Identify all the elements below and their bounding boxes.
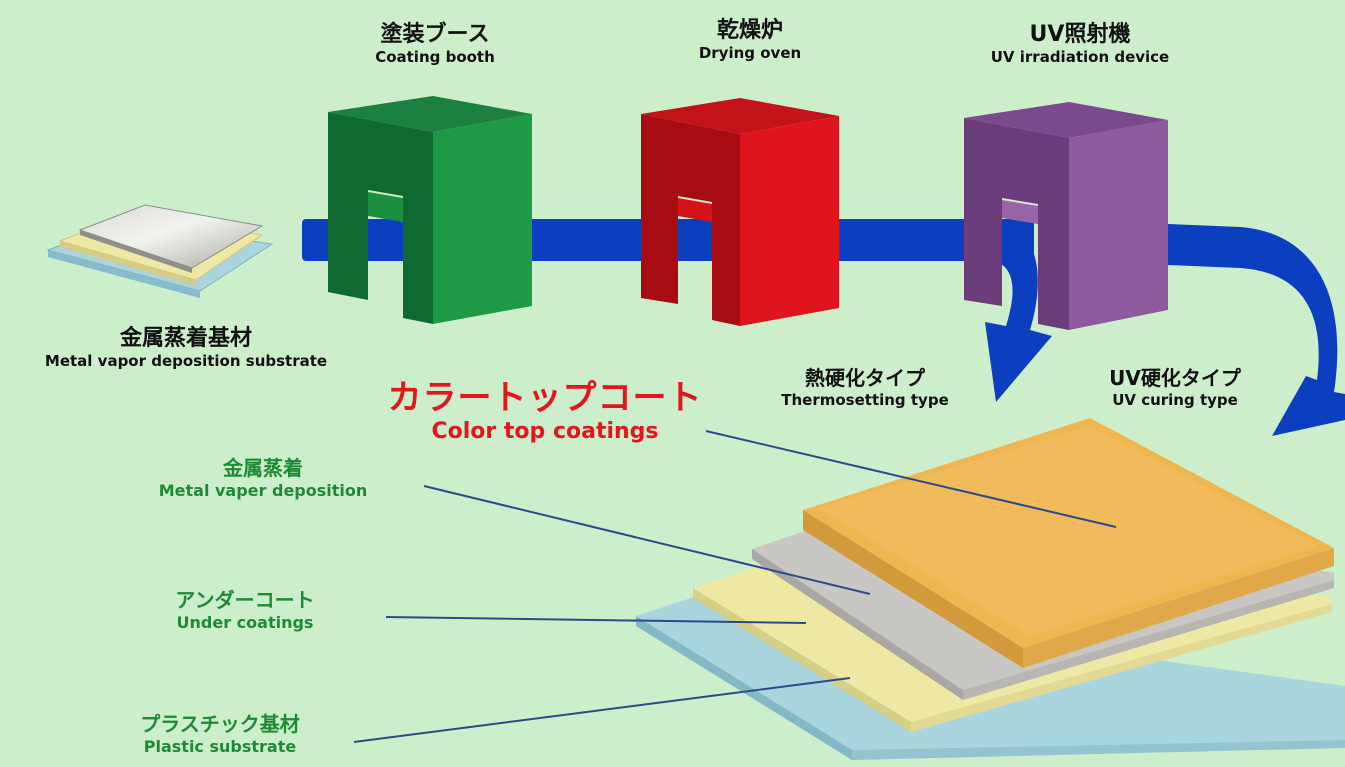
- leader-metal: [423, 485, 871, 595]
- uv-curing-type-en: UV curing type: [1112, 391, 1238, 409]
- thermosetting-type-jp: 熱硬化タイプ: [805, 366, 925, 390]
- drying-oven-label: 乾燥炉 Drying oven: [650, 12, 850, 62]
- thermosetting-arrow: [960, 219, 1052, 402]
- color-top-coatings-label: カラートップコート Color top coatings: [370, 370, 720, 444]
- coating-booth-label: 塗装ブース Coating booth: [335, 16, 535, 66]
- drying-oven-machine: [641, 98, 839, 326]
- plastic-substrate-jp: プラスチック基材: [140, 712, 300, 736]
- input-metal-edge: [80, 230, 192, 273]
- uv-device-label: UV照射機 UV irradiation device: [960, 16, 1200, 66]
- color-top-coatings-jp: カラートップコート: [387, 378, 703, 418]
- thermosetting-type-en: Thermosetting type: [781, 391, 949, 409]
- metal-deposition-jp: 金属蒸着: [223, 456, 303, 480]
- plastic-substrate-en: Plastic substrate: [143, 737, 297, 756]
- drying-oven-en: Drying oven: [698, 44, 802, 62]
- top-coat-edge: [803, 510, 1023, 668]
- coating-booth-jp: 塗装ブース: [380, 22, 490, 47]
- under-layer-edge: [693, 588, 911, 732]
- layered-product: [636, 418, 1345, 760]
- under-coatings-label: アンダーコート Under coatings: [120, 584, 370, 632]
- metal-deposition-label: 金属蒸着 Metal vaper deposition: [108, 452, 418, 500]
- input-substrate-label: 金属蒸着基材 Metal vapor deposition substrate: [0, 320, 372, 370]
- thermosetting-type-label: 熱硬化タイプ Thermosetting type: [740, 362, 990, 409]
- color-top-coatings-en: Color top coatings: [431, 419, 659, 444]
- input-plastic-edge: [48, 250, 200, 298]
- uv-irradiation-machine: [964, 102, 1168, 330]
- uv-curing-arrow: [1168, 224, 1345, 436]
- coating-booth-en: Coating booth: [375, 48, 495, 66]
- metal-deposition-en: Metal vaper deposition: [158, 481, 368, 500]
- leader-under: [385, 616, 807, 624]
- uv-curing-type-label: UV硬化タイプ UV curing type: [1070, 362, 1280, 409]
- uv-device-en: UV irradiation device: [990, 48, 1170, 66]
- leader-top-coat: [705, 430, 1117, 528]
- leader-lines: [353, 430, 1117, 743]
- input-substrate-en: Metal vapor deposition substrate: [44, 352, 328, 370]
- uv-device-jp: UV照射機: [1029, 22, 1131, 47]
- under-coatings-en: Under coatings: [176, 613, 314, 632]
- uv-curing-type-jp: UV硬化タイプ: [1109, 366, 1241, 390]
- drying-oven-jp: 乾燥炉: [716, 18, 783, 43]
- metal-layer-edge: [752, 549, 963, 700]
- input-substrate-jp: 金属蒸着基材: [119, 326, 252, 351]
- plastic-layer-edge: [636, 616, 852, 760]
- leader-plastic: [353, 677, 851, 743]
- plastic-substrate-label: プラスチック基材 Plastic substrate: [95, 708, 345, 756]
- under-coatings-jp: アンダーコート: [175, 588, 315, 612]
- input-substrate-stack: [46, 204, 274, 298]
- input-metal-layer: [78, 204, 264, 269]
- input-under-edge: [60, 241, 196, 286]
- coating-booth-machine: [328, 96, 532, 324]
